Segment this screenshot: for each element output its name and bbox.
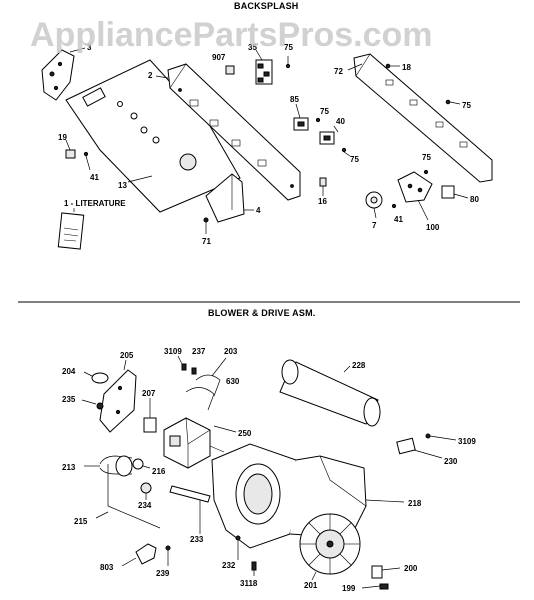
section-heading-backsplash: BACKSPLASH bbox=[234, 1, 299, 11]
callout-75-mid: 75 bbox=[320, 107, 329, 116]
part-200-clip bbox=[371, 565, 401, 579]
part-218-blower-housing bbox=[211, 443, 405, 549]
callout-41-right: 41 bbox=[394, 215, 403, 224]
part-237-screw bbox=[191, 367, 197, 375]
callout-630: 630 bbox=[226, 377, 240, 386]
callout-199: 199 bbox=[342, 584, 356, 593]
part-1-literature bbox=[57, 208, 85, 250]
callout-201: 201 bbox=[304, 581, 318, 590]
part-250-motor bbox=[163, 417, 237, 469]
part-19-knob bbox=[65, 139, 76, 159]
callout-3118: 3118 bbox=[240, 579, 258, 588]
callout-213: 213 bbox=[62, 463, 76, 472]
callout-3109-top: 3109 bbox=[164, 347, 182, 356]
callout-237: 237 bbox=[192, 347, 206, 356]
callout-250: 250 bbox=[238, 429, 252, 438]
part-41-screw bbox=[83, 151, 91, 171]
callout-3: 3 bbox=[87, 43, 92, 52]
callout-205: 205 bbox=[120, 351, 134, 360]
part-72-rear-panel bbox=[347, 53, 493, 183]
callout-100: 100 bbox=[426, 223, 440, 232]
part-16-screw bbox=[319, 177, 327, 196]
part-75-screw-right bbox=[445, 99, 461, 105]
part-3118-screw bbox=[251, 561, 257, 576]
callout-35: 35 bbox=[248, 43, 257, 52]
callout-230: 230 bbox=[444, 457, 458, 466]
part-205-motor-bracket bbox=[99, 359, 137, 433]
part-40-switch bbox=[319, 125, 339, 145]
part-85-switch bbox=[293, 103, 309, 131]
callout-75-top: 75 bbox=[284, 43, 293, 52]
part-80-bracket bbox=[441, 185, 469, 199]
watermark: AppliancePartsPros.com bbox=[30, 16, 432, 54]
part-907-clip bbox=[225, 65, 235, 75]
callout-80: 80 bbox=[470, 195, 479, 204]
part-803-clip bbox=[121, 543, 157, 567]
callout-239: 239 bbox=[156, 569, 170, 578]
callout-75-right: 75 bbox=[462, 101, 471, 110]
part-71-screw bbox=[203, 217, 209, 234]
section-heading-blower-drive: BLOWER & DRIVE ASM. bbox=[208, 308, 315, 318]
callout-216: 216 bbox=[152, 467, 166, 476]
part-75-screw-mid bbox=[315, 117, 351, 157]
callout-218: 218 bbox=[408, 499, 422, 508]
callout-2: 2 bbox=[148, 71, 153, 80]
callout-228: 228 bbox=[352, 361, 366, 370]
callout-4: 4 bbox=[256, 206, 261, 215]
part-18-screw bbox=[385, 63, 400, 69]
part-35-timer bbox=[255, 49, 273, 85]
part-228-exhaust-duct bbox=[279, 359, 381, 427]
part-239-screw bbox=[165, 545, 171, 566]
part-232-screw bbox=[235, 535, 241, 560]
callout-75-small: 75 bbox=[422, 153, 431, 162]
callout-1-literature: 1 - LITERATURE bbox=[64, 199, 126, 208]
part-3109-screw bbox=[177, 355, 187, 371]
callout-234: 234 bbox=[138, 501, 152, 510]
callout-72: 72 bbox=[334, 67, 343, 76]
part-235-screw bbox=[81, 399, 104, 410]
part-13-control-panel bbox=[65, 59, 241, 213]
callout-203: 203 bbox=[224, 347, 238, 356]
callout-907: 907 bbox=[212, 53, 226, 62]
callout-232: 232 bbox=[222, 561, 236, 570]
part-4-end-cap bbox=[205, 173, 254, 223]
callout-71: 71 bbox=[202, 237, 211, 246]
part-233-bracket bbox=[169, 485, 211, 534]
callout-235: 235 bbox=[62, 395, 76, 404]
part-3-end-cap bbox=[41, 47, 86, 101]
part-234-pulley bbox=[140, 482, 152, 500]
part-216-idler-pulley bbox=[132, 458, 151, 470]
callout-200: 200 bbox=[404, 564, 418, 573]
callout-85: 85 bbox=[290, 95, 299, 104]
callout-3109-right: 3109 bbox=[458, 437, 476, 446]
part-75-screw bbox=[285, 56, 291, 69]
callout-75-lower: 75 bbox=[350, 155, 359, 164]
part-207-centrifugal-switch bbox=[143, 398, 157, 433]
callout-803: 803 bbox=[100, 563, 114, 572]
callout-19: 19 bbox=[58, 133, 67, 142]
callout-207: 207 bbox=[142, 389, 156, 398]
callout-7: 7 bbox=[372, 221, 377, 230]
part-100-terminal-block bbox=[397, 171, 433, 221]
callout-16: 16 bbox=[318, 197, 327, 206]
part-41-screw-right bbox=[391, 203, 397, 209]
part-230-thermostat bbox=[396, 433, 457, 459]
callout-204: 204 bbox=[62, 367, 76, 376]
callout-41-left: 41 bbox=[90, 173, 99, 182]
callout-18: 18 bbox=[402, 63, 411, 72]
part-75-screw-small bbox=[423, 169, 429, 175]
callout-215: 215 bbox=[74, 517, 88, 526]
part-215-idler-arm bbox=[95, 464, 161, 529]
part-213-drive-belt bbox=[84, 455, 133, 477]
callout-233: 233 bbox=[190, 535, 204, 544]
part-203-motor-strap bbox=[185, 357, 227, 411]
callout-13: 13 bbox=[118, 181, 127, 190]
part-7-knob bbox=[365, 191, 383, 219]
callout-40: 40 bbox=[336, 117, 345, 126]
part-204-clamp bbox=[83, 371, 109, 384]
part-2-backsplash-frame bbox=[155, 63, 301, 201]
part-199-screw bbox=[361, 583, 389, 590]
part-201-blower-wheel bbox=[299, 513, 361, 581]
